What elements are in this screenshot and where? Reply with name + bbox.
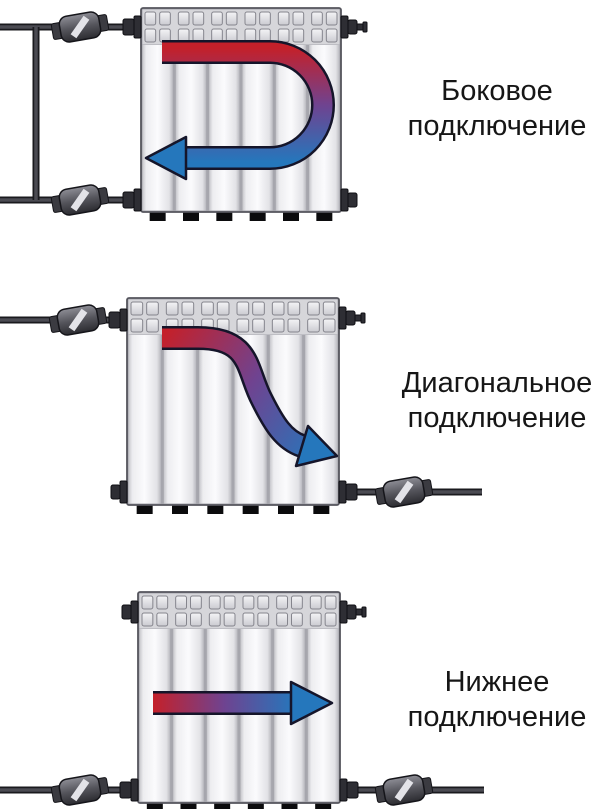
- flow-arrow-straight: [153, 680, 334, 726]
- radiator-foot: [214, 803, 231, 809]
- radiator-port-pipe: [339, 778, 359, 802]
- diagram-bottom-connection: [0, 591, 484, 809]
- radiator-foot: [136, 505, 153, 514]
- radiator-port-pipe: [122, 188, 142, 212]
- valve-icon: [374, 772, 434, 807]
- radiator-port-pipe: [338, 480, 358, 504]
- radiator-port-plug: [121, 600, 139, 624]
- valve-icon: [50, 772, 110, 807]
- radiator-port-plug: [110, 480, 128, 504]
- radiator-foot: [315, 803, 332, 809]
- radiator-foot: [146, 803, 163, 809]
- diagram-side-connection: [0, 8, 368, 221]
- radiator-foot: [207, 505, 224, 514]
- radiator-foot: [278, 505, 294, 514]
- radiator-foot: [316, 212, 333, 221]
- valve-icon: [374, 474, 434, 509]
- diagram-diagonal-connection: [0, 297, 482, 514]
- label-diagonal-connection: Диагональное подключение: [401, 367, 593, 434]
- radiator-port-vent: [340, 15, 368, 39]
- radiator-foot: [249, 212, 266, 221]
- radiator-foot: [183, 212, 199, 221]
- radiator-port-vent: [338, 306, 366, 330]
- radiator-foot: [281, 803, 298, 809]
- radiator-foot: [149, 212, 166, 221]
- radiator-port-pipe: [122, 15, 142, 39]
- radiator-foot: [242, 505, 259, 514]
- radiator-foot: [180, 803, 197, 809]
- valve-icon: [50, 182, 110, 217]
- radiator-foot: [283, 212, 299, 221]
- radiator-foot: [216, 212, 233, 221]
- radiator-foot: [313, 505, 330, 514]
- radiator-port-vent: [339, 600, 367, 624]
- radiator-foot: [247, 803, 264, 809]
- flow-arrow-u-turn: [144, 40, 335, 181]
- flow-arrow-diagonal: [162, 326, 339, 468]
- radiator: [126, 297, 340, 514]
- radiator-port-pipe: [119, 778, 139, 802]
- label-side-connection: Боковое подключение: [407, 75, 587, 142]
- radiator-port-pipe: [108, 308, 128, 332]
- radiator-foot: [172, 505, 188, 514]
- label-bottom-connection: Нижнее подключение: [407, 666, 587, 733]
- radiator-port-plug: [340, 188, 358, 212]
- valve-icon: [50, 9, 110, 44]
- valve-icon: [48, 302, 108, 337]
